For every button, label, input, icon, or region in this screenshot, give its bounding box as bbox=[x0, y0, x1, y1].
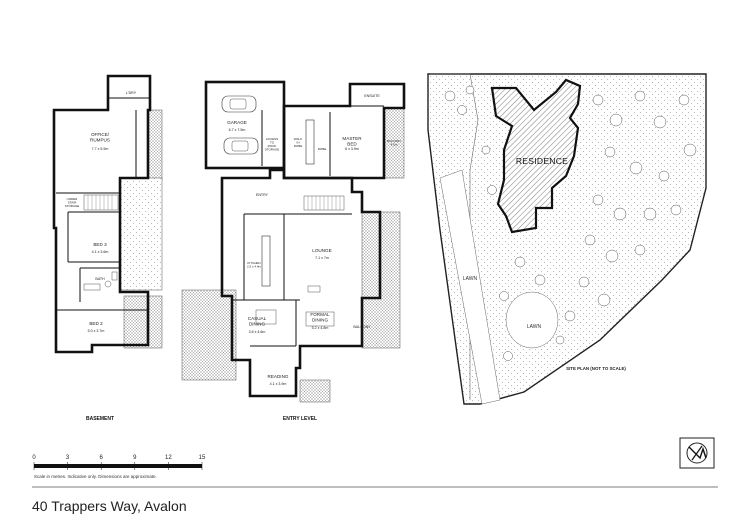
room-dim-garage: 6.7 x 7.5m bbox=[229, 128, 246, 132]
deck bbox=[123, 295, 163, 349]
room-label-laundry: L'DRY bbox=[126, 91, 137, 95]
room-dim-lounge: 7.1 x 7m bbox=[315, 256, 329, 260]
room-dim-reading: 4.1 x 3.9m bbox=[270, 382, 287, 386]
scale-note: Scale in metres. Indicative only. Dimens… bbox=[34, 474, 157, 479]
basin bbox=[104, 280, 112, 288]
site-plan-caption: SITE PLAN (NOT TO SCALE) bbox=[566, 366, 626, 371]
plan-caption-basement: BASEMENT bbox=[86, 416, 114, 422]
site-label-lawn: LAWN bbox=[527, 324, 542, 330]
deck bbox=[119, 177, 163, 291]
room-dim-bed3: 4.1 x 3.6m bbox=[92, 250, 109, 254]
residence-footprint bbox=[490, 78, 582, 234]
kitchen-bench bbox=[261, 235, 271, 287]
deck bbox=[299, 379, 331, 403]
room-label-robe: ROBE bbox=[318, 147, 327, 151]
toilet bbox=[111, 271, 118, 281]
bathtub bbox=[83, 283, 101, 291]
dining-table bbox=[305, 311, 335, 327]
tree-symbols bbox=[444, 85, 697, 361]
room-dim-office: 7.7 x 5.9m bbox=[92, 147, 109, 151]
scale-bar-fill bbox=[34, 464, 202, 468]
scale-tick-label: 9 bbox=[133, 455, 137, 461]
room-dim-formal-dining: 5.2 x 4.8m bbox=[312, 326, 329, 330]
room-dim-master: 6 x 3.9m bbox=[345, 147, 359, 151]
room-label-garage: GARAGE bbox=[227, 120, 247, 125]
room-dim-casual-dining: 3.6 x 4.6m bbox=[249, 330, 266, 334]
site-label-lawn: LAWN bbox=[463, 276, 478, 282]
plan-caption-entry-level: ENTRY LEVEL bbox=[283, 416, 317, 422]
room-label-bed2: BED 2 bbox=[89, 321, 103, 326]
car-icon bbox=[223, 137, 259, 155]
robe-unit bbox=[305, 119, 315, 165]
scale-ticks bbox=[33, 462, 203, 470]
scale-tick-label: 6 bbox=[100, 455, 104, 461]
room-label-office: OFFICE/RUMPUS bbox=[90, 132, 110, 142]
scale-bar: 0 3 6 9 12 15 Scale in metres. Indicativ… bbox=[32, 455, 206, 479]
deck bbox=[181, 289, 237, 381]
fireplace bbox=[307, 285, 321, 293]
lawn-area bbox=[439, 169, 501, 405]
room-label-entry: ENTRY bbox=[256, 193, 269, 197]
basement-outer-wall bbox=[52, 74, 152, 354]
room-label-balcony: BALCONY bbox=[353, 325, 371, 329]
room-label-lounge: LOUNGE bbox=[312, 248, 331, 253]
scale-tick-label: 15 bbox=[199, 455, 206, 461]
north-arrow-icon bbox=[679, 437, 715, 469]
property-address: 40 Trappers Way, Avalon bbox=[32, 498, 187, 514]
deck bbox=[147, 109, 163, 181]
lawn-area bbox=[505, 291, 559, 349]
scale-tick-label: 3 bbox=[66, 455, 70, 461]
room-label-ensuite: ENSUITE bbox=[364, 94, 380, 98]
room-dim-bed2: 5.0 x 3.7m bbox=[88, 329, 105, 333]
entry-level-outer-wall bbox=[220, 168, 382, 398]
scale-tick-label: 12 bbox=[165, 455, 172, 461]
site-label-residence: RESIDENCE bbox=[516, 156, 568, 166]
room-label-bath: BATH bbox=[95, 277, 105, 281]
room-label-bed3: BED 3 bbox=[93, 242, 107, 247]
garage-wall bbox=[204, 80, 286, 170]
room-label-reading: READING bbox=[268, 374, 289, 379]
stair bbox=[83, 194, 119, 211]
scale-tick-label: 0 bbox=[32, 455, 36, 461]
site-boundary bbox=[427, 73, 707, 405]
stair bbox=[303, 195, 345, 211]
site-plan: RESIDENCE LAWN LAWN SITE PLAN (NOT TO SC… bbox=[427, 73, 707, 405]
dining-table bbox=[255, 309, 277, 325]
car-icon bbox=[221, 95, 257, 113]
